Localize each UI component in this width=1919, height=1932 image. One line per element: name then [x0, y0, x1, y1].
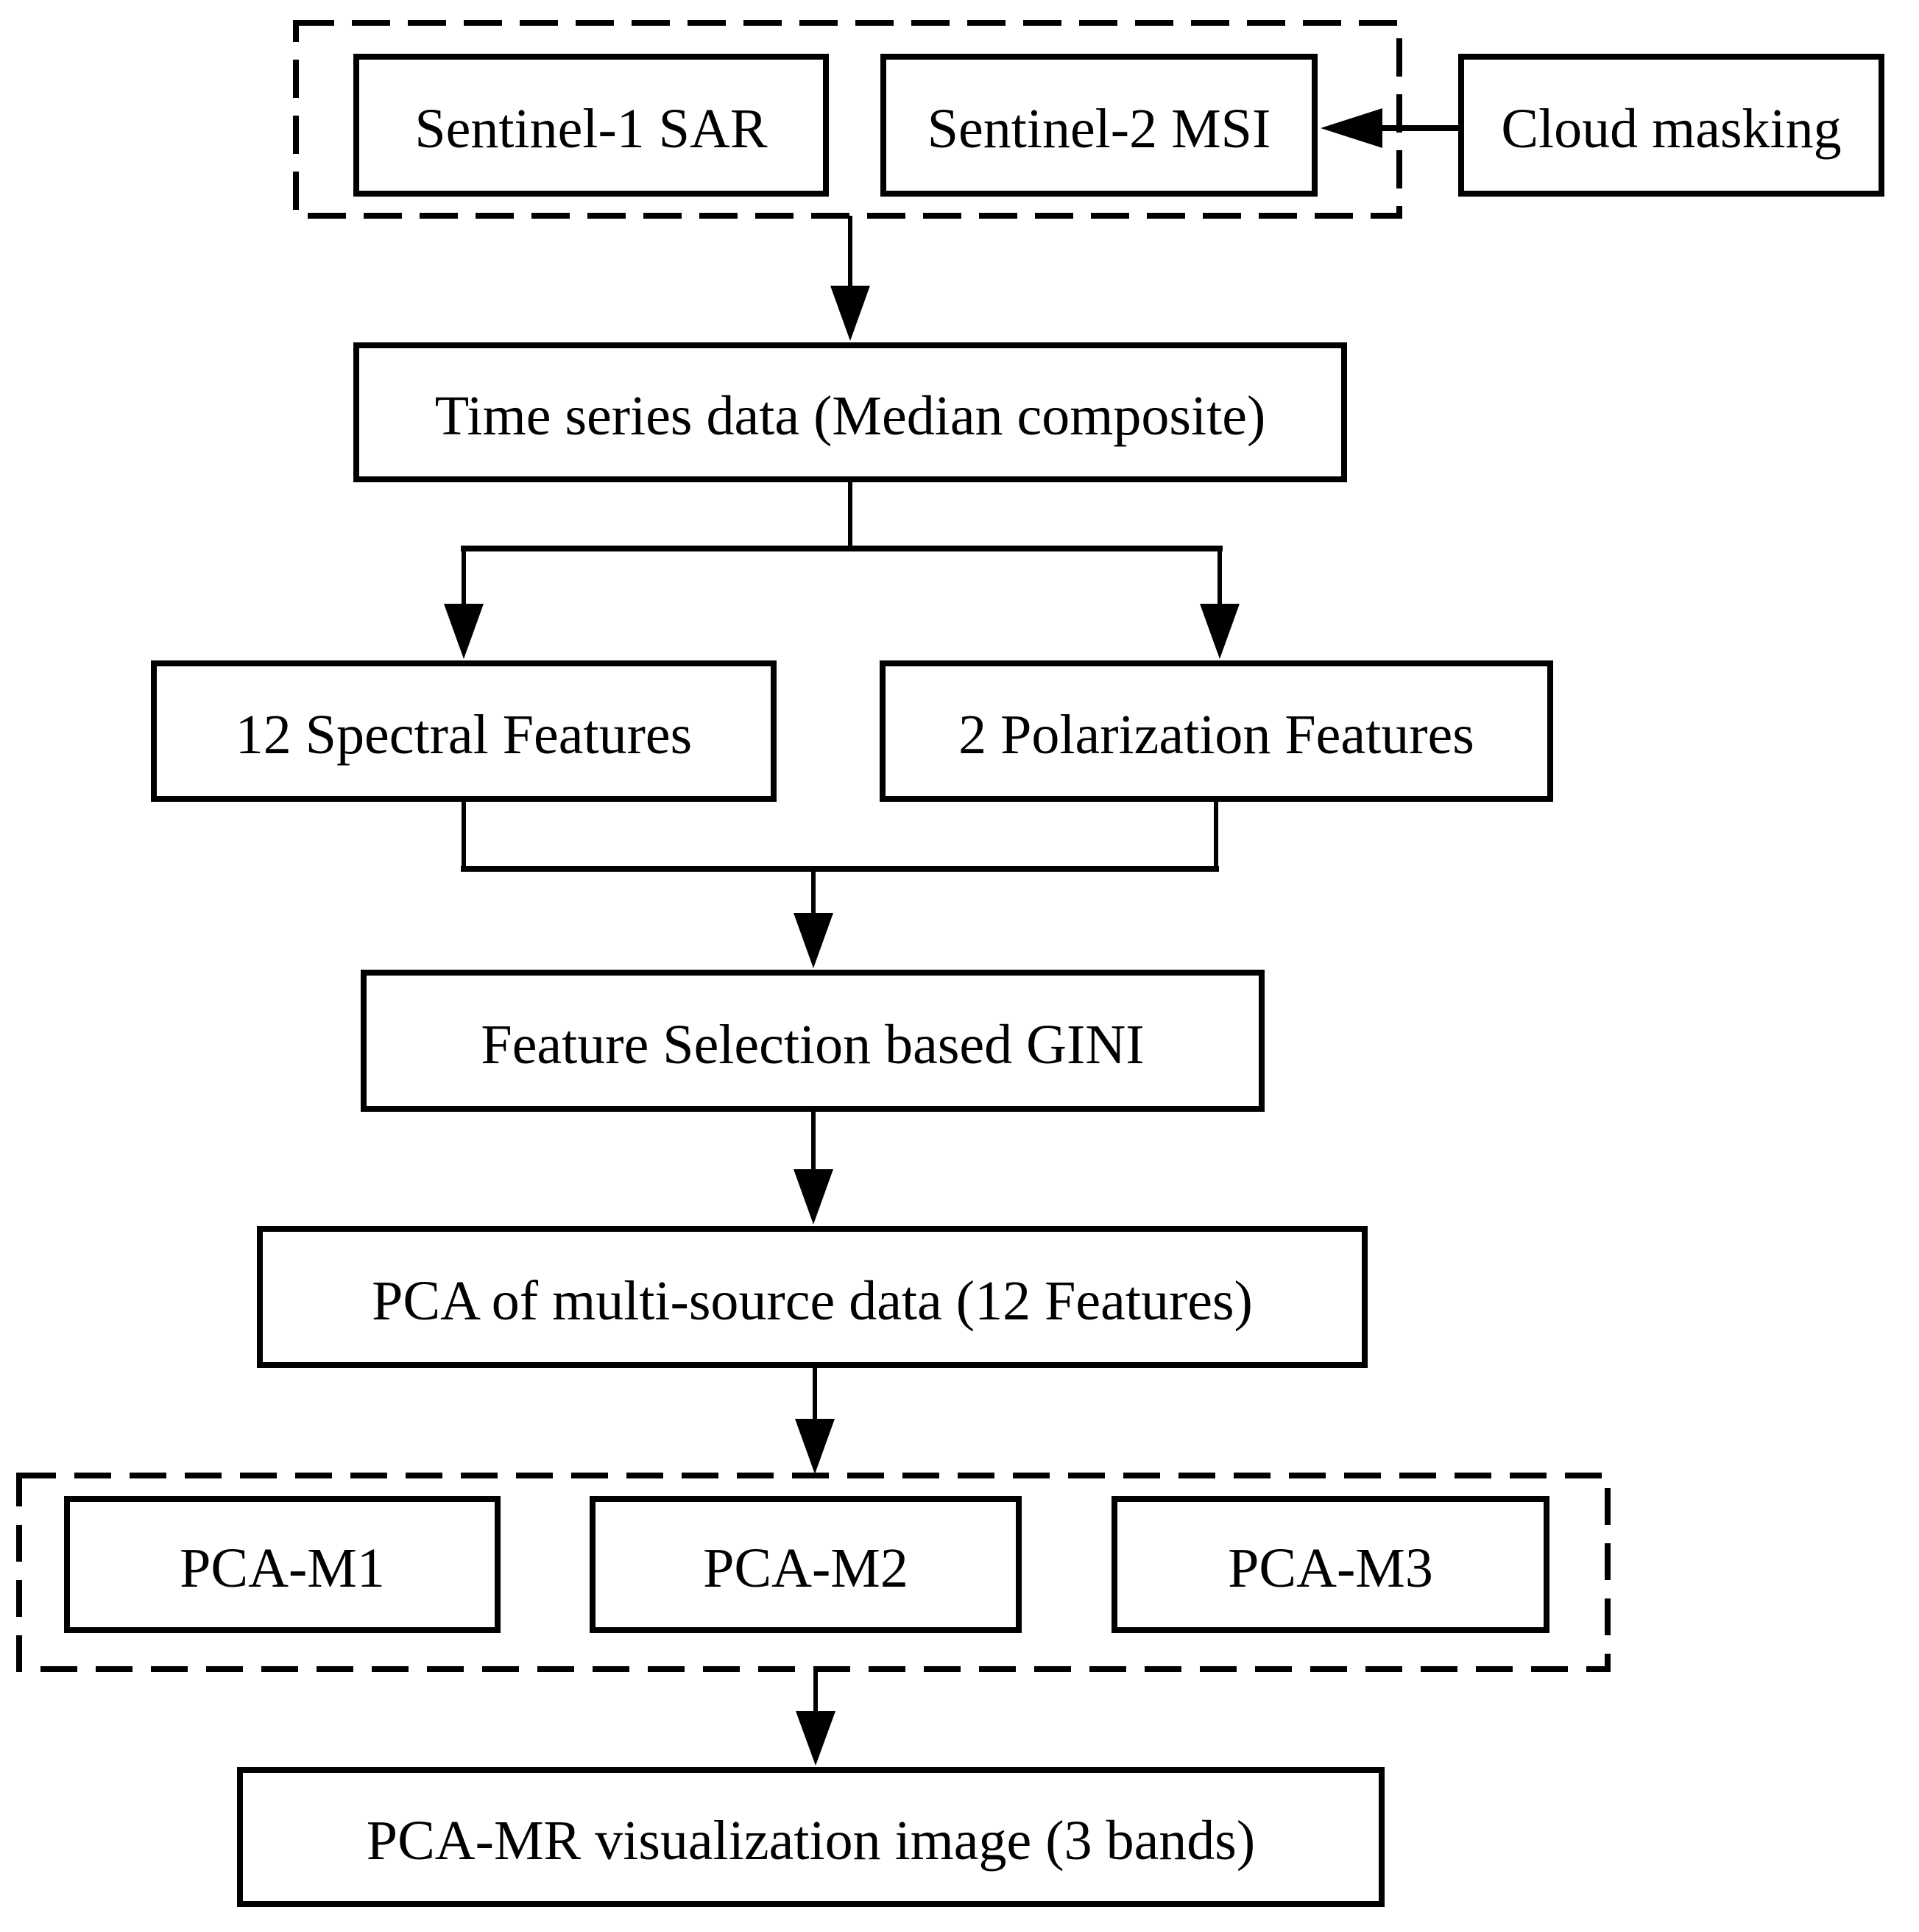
inputs-group-dashed-border	[293, 20, 1402, 219]
node-pca-m1-label: PCA-M1	[180, 1537, 385, 1599]
node-pca-m3-label: PCA-M3	[1228, 1537, 1433, 1599]
arrow-pca-to-components-group	[795, 1367, 835, 1474]
arrowhead	[794, 1169, 833, 1224]
arrowhead	[444, 604, 484, 659]
arrow-cloud-masking-to-sentinel2	[1321, 108, 1458, 148]
node-cloud-masking: Cloud masking	[1458, 54, 1884, 197]
arrowhead	[796, 1711, 835, 1766]
node-cloud-masking-label: Cloud masking	[1501, 98, 1842, 160]
node-pca-m2: PCA-M2	[590, 1496, 1022, 1633]
node-spectral-features: 12 Spectral Features	[151, 660, 777, 802]
merge-features-to-feature-selection	[461, 800, 1219, 968]
node-polarization-features: 2 Polarization Features	[880, 660, 1553, 802]
node-time-series-label: Time series data (Median composite)	[434, 385, 1266, 447]
node-time-series: Time series data (Median composite)	[353, 342, 1347, 482]
node-output-visualization: PCA-MR visualization image (3 bands)	[237, 1767, 1385, 1907]
arrow-inputs-to-time-series	[830, 216, 870, 341]
arrowhead	[794, 913, 833, 968]
arrow-components-group-to-output	[796, 1667, 835, 1766]
node-sentinel1-sar: Sentinel-1 SAR	[353, 54, 829, 197]
node-pca-m3: PCA-M3	[1112, 1496, 1549, 1633]
arrow-feature-selection-to-pca	[794, 1110, 833, 1224]
arrowhead	[1200, 604, 1240, 659]
node-pca-m2-label: PCA-M2	[703, 1537, 908, 1599]
node-sentinel1-sar-label: Sentinel-1 SAR	[414, 98, 768, 160]
node-pca-multisource: PCA of multi-source data (12 Features)	[257, 1226, 1368, 1368]
arrowhead	[830, 286, 870, 341]
node-spectral-features-label: 12 Spectral Features	[235, 704, 693, 766]
split-time-series-to-features	[444, 479, 1240, 659]
node-polarization-features-label: 2 Polarization Features	[958, 704, 1474, 766]
node-pca-multisource-label: PCA of multi-source data (12 Features)	[372, 1269, 1253, 1332]
arrowhead	[795, 1419, 835, 1474]
node-feature-selection-gini-label: Feature Selection based GINI	[481, 1013, 1145, 1076]
node-sentinel2-msi-label: Sentinel-2 MSI	[927, 98, 1271, 160]
node-sentinel2-msi: Sentinel-2 MSI	[880, 54, 1318, 197]
node-pca-m1: PCA-M1	[64, 1496, 501, 1633]
arrowhead	[1321, 108, 1382, 148]
node-output-visualization-label: PCA-MR visualization image (3 bands)	[366, 1810, 1256, 1872]
node-feature-selection-gini: Feature Selection based GINI	[361, 970, 1265, 1112]
